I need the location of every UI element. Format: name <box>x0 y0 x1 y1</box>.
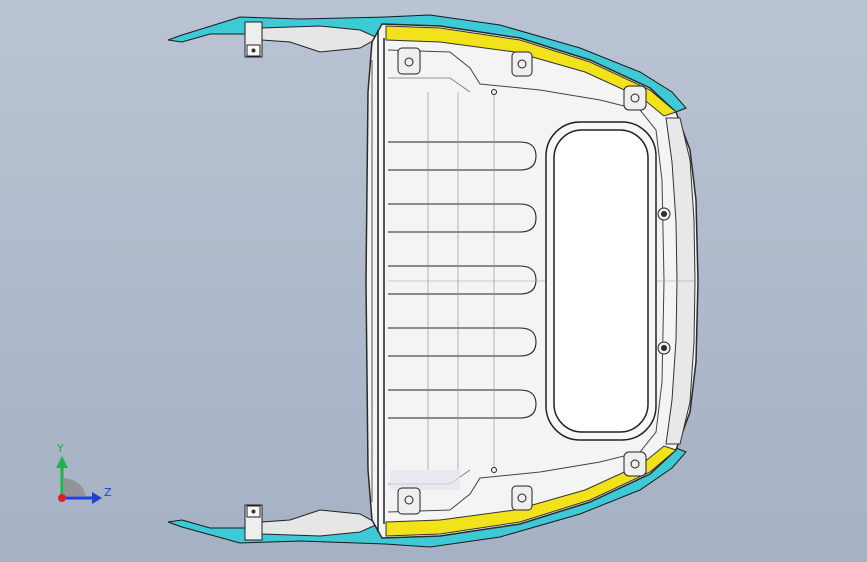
triad-origin <box>58 494 66 502</box>
highlight-strip-bottom <box>385 445 678 537</box>
orientation-triad: Y Z <box>40 438 120 518</box>
y-axis-arrow <box>56 456 68 498</box>
mounting-bosses <box>397 47 671 515</box>
left-frame <box>371 30 385 532</box>
y-axis-label: Y <box>56 442 64 455</box>
z-axis-arrow <box>62 492 102 504</box>
upper-bracket <box>244 21 380 58</box>
highlight-strip-top <box>385 25 678 117</box>
triad-fill-shape <box>64 478 86 496</box>
window-opening <box>545 121 657 441</box>
lower-bracket <box>244 504 380 541</box>
z-axis-label: Z <box>104 486 112 499</box>
